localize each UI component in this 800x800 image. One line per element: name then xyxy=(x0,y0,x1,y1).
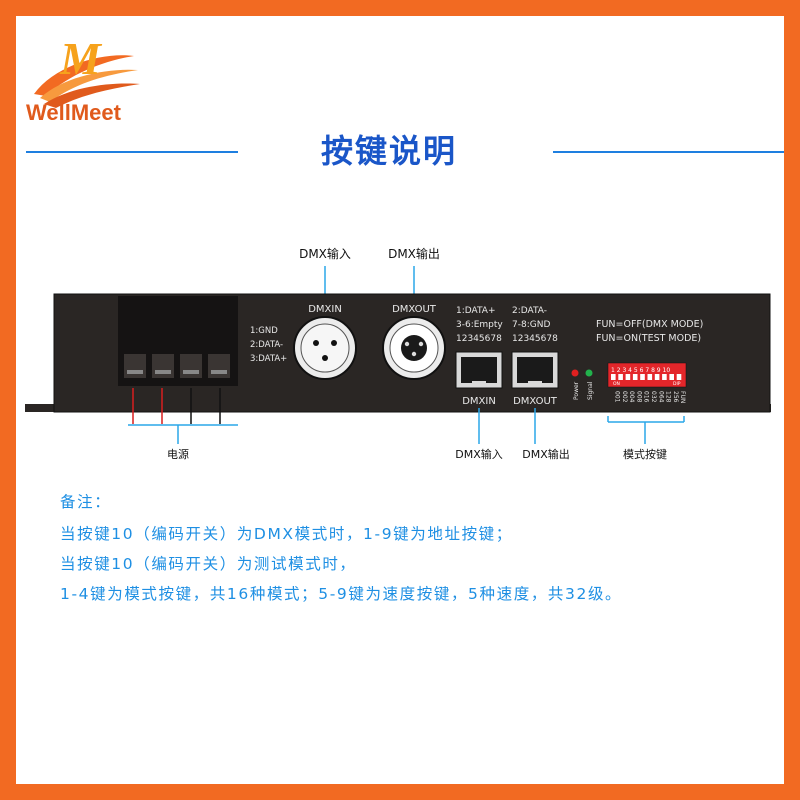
terminal-screw-3 xyxy=(183,370,199,374)
rj45-in-pin-3: 12345678 xyxy=(456,334,502,344)
dip-value-label: FUN xyxy=(679,391,686,403)
rj45-in-pin-2: 3-6:Empty xyxy=(456,320,503,330)
dmx-decoder-panel: 1:GND 2:DATA- 3:DATA+ DMXIN DMXOUT 1:DAT… xyxy=(25,293,771,424)
terminal-slot-4 xyxy=(208,354,230,378)
dip-value-label: 001 xyxy=(614,391,621,403)
dip-toggle-2[interactable] xyxy=(618,374,623,380)
notes-heading: 备注： xyxy=(60,493,112,511)
page-title: 按键说明 xyxy=(321,132,457,170)
dip-toggle-9[interactable] xyxy=(669,374,674,380)
terminal-screw-4 xyxy=(211,370,227,374)
notes-line-1: 当按键10（编码开关）为DMX模式时，1-9键为地址按键； xyxy=(60,525,513,543)
fun-off-note: FUN=OFF(DMX MODE) xyxy=(596,319,703,330)
rj45-out-pin-3: 12345678 xyxy=(512,334,558,344)
brand-logo: M WellMeet xyxy=(26,33,140,125)
dip-toggle-4[interactable] xyxy=(632,374,638,380)
dip-value-label: 256 xyxy=(672,391,679,403)
terminal-screw-2 xyxy=(155,370,171,374)
dip-toggle-3[interactable] xyxy=(625,374,631,380)
fun-on-note: FUN=ON(TEST MODE) xyxy=(596,333,701,344)
dip-toggle-8[interactable] xyxy=(662,374,667,380)
image-frame: M WellMeet 按键说明 DMX输入 DMX输出 1:GND 2:DATA… xyxy=(16,16,784,784)
dip-toggle-6[interactable] xyxy=(647,374,653,380)
rj45-out-pin-2: 7-8:GND xyxy=(512,320,550,330)
dip-switch-brand: DIP xyxy=(673,381,681,387)
rj45-in-pin-1: 1:DATA+ xyxy=(456,306,496,316)
terminal-label-data-minus: 2:DATA- xyxy=(250,340,283,350)
notes-line-2: 当按键10（编码开关）为测试模式时， xyxy=(60,555,357,573)
dip-value-label: 016 xyxy=(643,391,650,403)
rj45-out-pin-1: 2:DATA- xyxy=(512,306,547,316)
rj45-out-label: DMXOUT xyxy=(513,396,558,407)
power-led xyxy=(571,369,579,377)
rj45-output-port xyxy=(511,351,559,389)
logo-m-mark: M xyxy=(59,33,103,84)
dip-value-label: 128 xyxy=(665,391,672,403)
terminal-slot-3 xyxy=(180,354,202,378)
signal-led xyxy=(585,369,593,377)
callout-dmx-input-bottom: DMX输入 xyxy=(455,447,503,461)
rj45-input-port xyxy=(455,351,503,389)
power-led-label: Power xyxy=(573,381,580,400)
dip-toggle-1[interactable] xyxy=(611,374,616,380)
callout-dmx-output-bottom: DMX输出 xyxy=(522,447,570,461)
signal-led-label: Signal xyxy=(587,381,594,400)
dip-value-label: 032 xyxy=(650,391,657,403)
callout-mode-keys: 模式按键 xyxy=(623,447,667,461)
callout-dmx-input-top: DMX输入 xyxy=(299,246,351,261)
terminal-label-data-plus: 3:DATA+ xyxy=(250,354,287,364)
dip-toggles xyxy=(611,374,682,380)
dip-toggle-10[interactable] xyxy=(676,374,682,380)
dip-switch-numbers: 1 2 3 4 5 6 7 8 9 10 xyxy=(611,367,670,374)
dip-switch-on-mark: ON xyxy=(613,381,620,387)
diagram-canvas: M WellMeet 按键说明 DMX输入 DMX输出 1:GND 2:DATA… xyxy=(25,33,784,461)
terminal-label-gnd: 1:GND xyxy=(250,326,278,336)
dip-switch[interactable]: 1 2 3 4 5 6 7 8 9 10 ON DIP xyxy=(607,362,687,388)
terminal-slot-1 xyxy=(124,354,146,378)
xlr-in-label: DMXIN xyxy=(308,304,342,315)
xlr-output-connector xyxy=(382,316,446,380)
terminal-slot-2 xyxy=(152,354,174,378)
dip-value-label: 008 xyxy=(635,391,642,403)
xlr-out-label: DMXOUT xyxy=(392,304,437,315)
dip-toggle-7[interactable] xyxy=(654,374,660,380)
dip-value-label: 002 xyxy=(621,391,628,403)
logo-swoosh-icon xyxy=(34,55,140,108)
power-bracket xyxy=(128,424,238,444)
terminal-screw-1 xyxy=(127,370,143,374)
dip-value-label: 064 xyxy=(657,391,664,403)
dip-value-label: 004 xyxy=(628,391,635,403)
dip-toggle-5[interactable] xyxy=(640,374,645,380)
xlr-input-connector xyxy=(293,316,357,380)
mode-keys-bracket xyxy=(607,416,685,444)
notes-line-3: 1-4键为模式按键，共16种模式；5-9键为速度按键，5种速度，共32级。 xyxy=(60,585,623,603)
callout-dmx-output-top: DMX输出 xyxy=(388,246,440,261)
power-terminal-block xyxy=(118,296,238,386)
callout-power: 电源 xyxy=(167,447,189,461)
logo-wordmark: WellMeet xyxy=(26,100,122,125)
rj45-in-label: DMXIN xyxy=(462,396,496,407)
